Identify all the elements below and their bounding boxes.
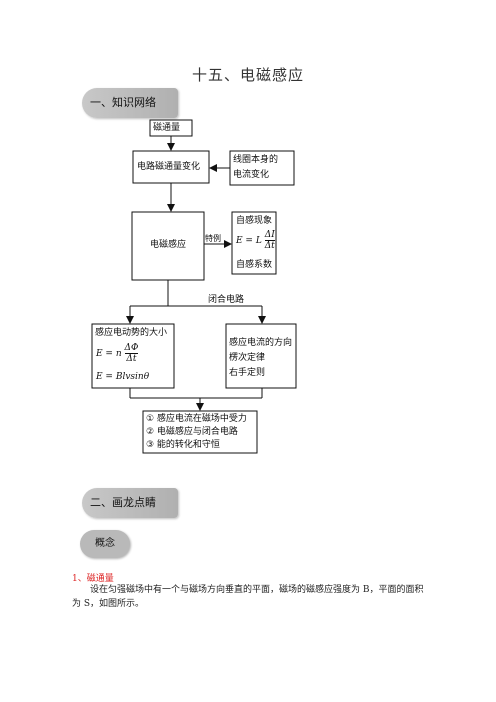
concept-badge: 概念 [80,530,130,558]
label-right-hand-rule: 右手定则 [229,368,266,378]
label-coil-current-2: 电流变化 [233,170,270,180]
label-current-direction: 感应电流的方向 [229,338,293,348]
label-flux: 磁通量 [153,123,181,133]
section-knowledge-network: 一、知识网络 [82,88,178,118]
label-emf-magnitude: 感应电动势的大小 [95,328,168,338]
label-summary-1: ① 感应电流在磁场中受力 [146,414,247,424]
section-highlights: 二、画龙点睛 [82,488,178,518]
formula-motional: E = Blvsinθ [96,372,150,382]
label-summary-2: ② 电磁感应与闭合电路 [146,427,238,437]
formula-faraday-num: ΔΦ [124,343,139,354]
label-coil-current-1: 线圈本身的 [233,155,279,165]
item1-heading: 1、磁通量 [72,574,114,584]
box-current-direction [225,323,297,389]
box-summary [142,410,258,454]
formula-faraday-den: Δt [126,354,137,364]
formula-self-lhs: E = L [236,236,262,246]
formula-faraday-lhs: E = n [96,349,122,359]
box-emf-magnitude [91,323,175,389]
label-em-induction: 电磁感应 [150,240,187,250]
label-lenz-law: 楞次定律 [229,353,266,363]
box-self-induction [231,211,277,275]
page-title: 十五、电磁感应 [191,66,304,84]
label-closed-circuit: 闭合电路 [208,295,245,305]
label-self-induction: 自感现象 [236,216,273,226]
item1-paragraph: 设在匀强磁场中有一个与磁场方向垂直的平面，磁场的磁感应强度为 B，平面的面积为 … [72,585,424,609]
label-summary-3: ③ 能的转化和守恒 [146,440,220,450]
label-circuit-flux-change: 电路磁通量变化 [137,162,201,172]
formula-self-num: ΔI [264,230,275,241]
label-self-coeff: 自感系数 [236,260,273,270]
label-special-case: 特例 [205,234,221,243]
formula-self-den: Δt [264,241,275,251]
